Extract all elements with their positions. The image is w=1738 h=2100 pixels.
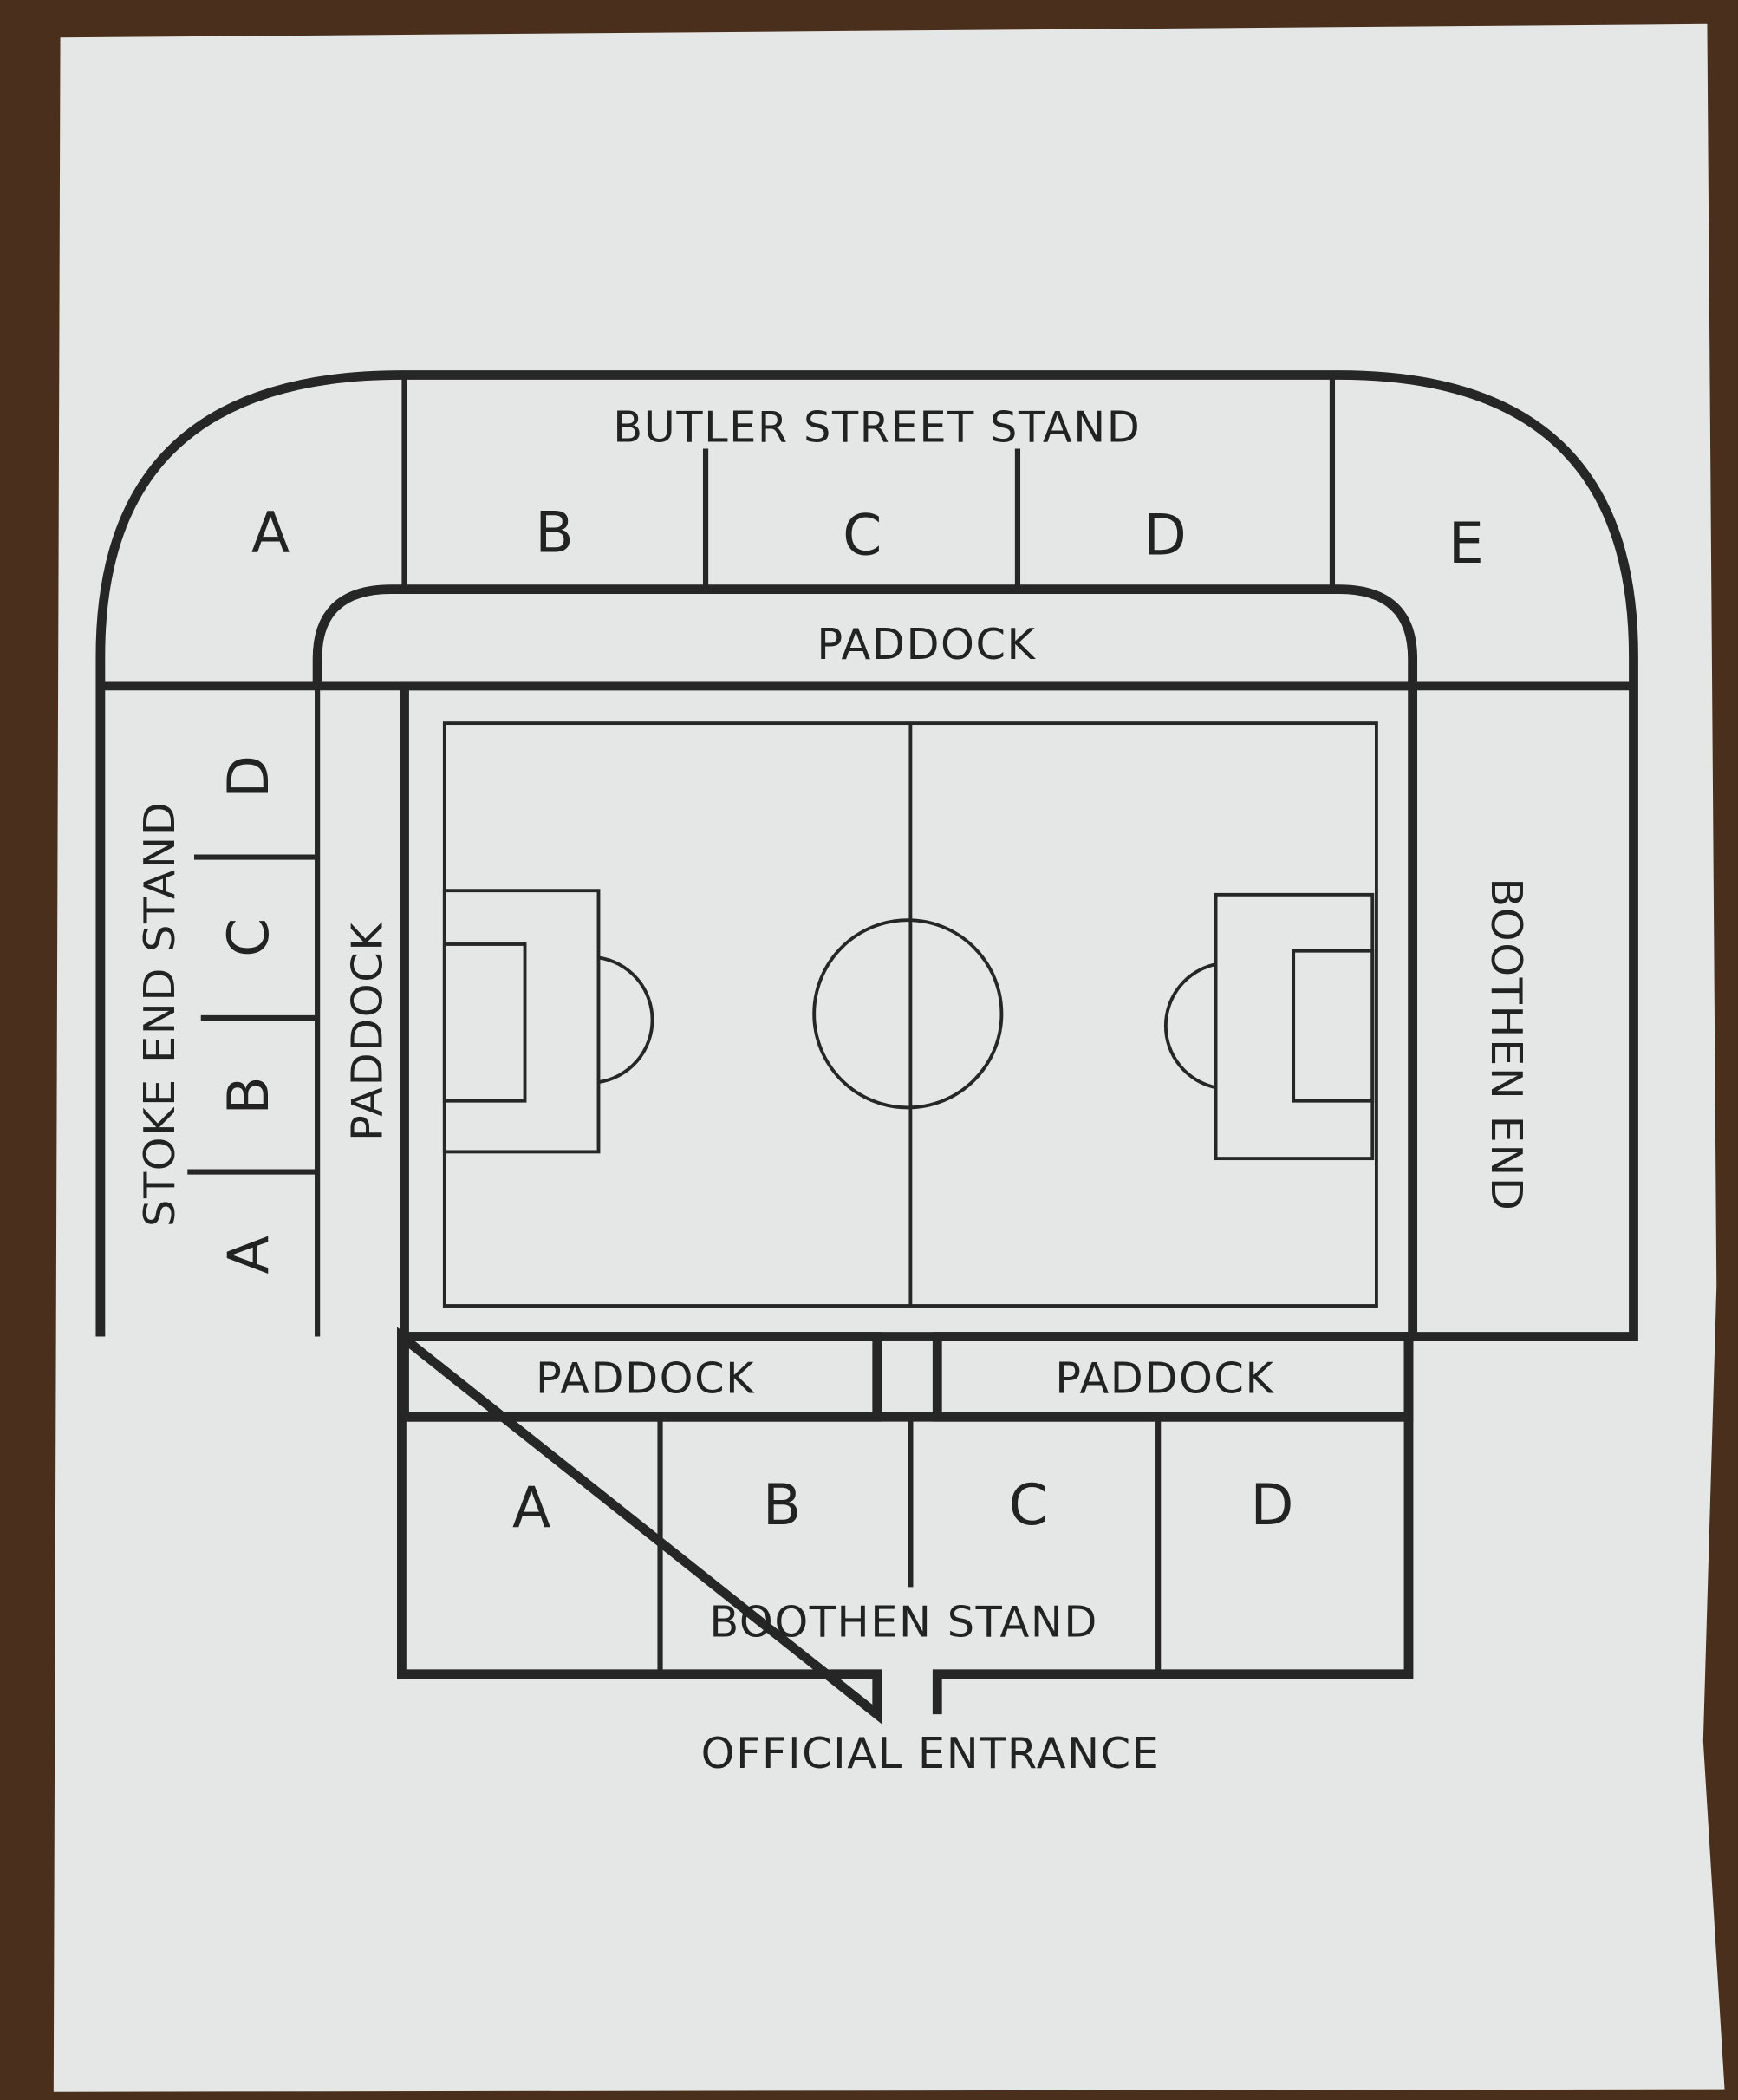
butler-paddock-label: PADDOCK bbox=[817, 619, 1036, 669]
butler-street-stand-label: BUTLER STREET STAND bbox=[613, 402, 1141, 453]
butler-section-b: B bbox=[535, 500, 574, 565]
stadium-outline bbox=[95, 370, 1638, 1725]
section-dividers bbox=[187, 375, 1336, 1672]
boothen-paddock-right-label: PADDOCK bbox=[1055, 1353, 1274, 1403]
stoke-section-c: C bbox=[217, 918, 282, 957]
butler-section-a: A bbox=[251, 500, 290, 565]
butler-section-c: C bbox=[843, 503, 882, 568]
butler-section-e: E bbox=[1448, 512, 1484, 577]
official-entrance-label: OFFICIAL ENTRANCE bbox=[701, 1728, 1161, 1778]
boothen-section-a: A bbox=[512, 1476, 550, 1541]
boothen-section-d: D bbox=[1250, 1473, 1293, 1538]
boothen-section-c: C bbox=[1009, 1473, 1048, 1538]
boothen-section-b: B bbox=[763, 1473, 802, 1538]
butler-section-d: D bbox=[1143, 503, 1187, 568]
boothen-end-label: BOOTHEN END bbox=[1481, 877, 1532, 1211]
stoke-end-stand-label: STOKE END STAND bbox=[134, 801, 185, 1227]
stoke-section-a: A bbox=[217, 1236, 282, 1274]
stoke-section-b: B bbox=[217, 1076, 282, 1114]
stoke-paddock-label: PADDOCK bbox=[342, 922, 392, 1141]
boothen-paddock-left-label: PADDOCK bbox=[536, 1353, 755, 1403]
paper bbox=[53, 23, 1725, 2092]
boothen-stand-label: BOOTHEN STAND bbox=[709, 1597, 1098, 1647]
stoke-section-d: D bbox=[217, 755, 282, 799]
pitch-markings bbox=[442, 721, 1378, 1308]
